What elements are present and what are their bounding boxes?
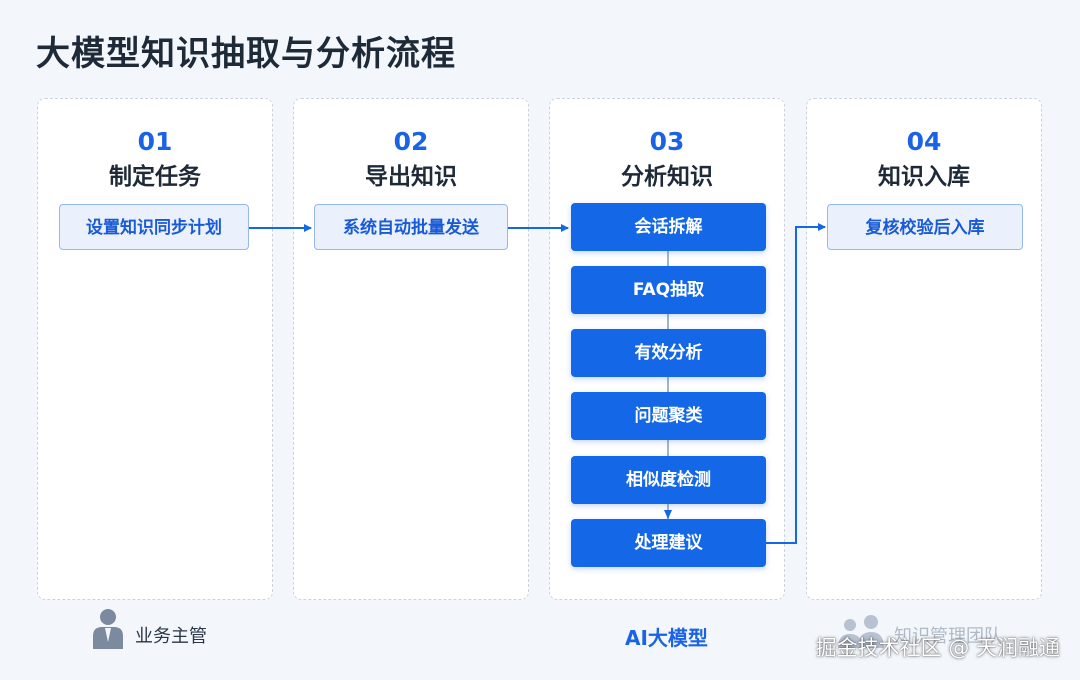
column-4: 04 知识入库 — [806, 98, 1042, 600]
owner-ai-model: AI大模型 — [625, 626, 708, 650]
column-2: 02 导出知识 — [293, 98, 529, 600]
task-plan-tag: 设置知识同步计划 — [59, 204, 249, 250]
step-connector-arrowhead — [664, 510, 672, 519]
column-1: 01 制定任务 — [37, 98, 273, 600]
column-1-number: 01 — [137, 127, 173, 156]
page-title: 大模型知识抽取与分析流程 — [36, 34, 456, 74]
column-4-number: 04 — [906, 127, 942, 156]
person-icon — [93, 609, 123, 649]
column-1-title: 制定任务 — [109, 164, 201, 190]
step-session-split: 会话拆解 — [571, 203, 766, 251]
watermark-text: 掘金技术社区 @ 天润融通 — [815, 636, 1060, 660]
arrow-3-to-4 — [766, 223, 826, 544]
column-2-title: 导出知识 — [365, 164, 457, 190]
step-question-cluster: 问题聚类 — [571, 392, 766, 440]
owner-business-manager: 业务主管 — [135, 626, 207, 647]
task-send-tag: 系统自动批量发送 — [314, 204, 508, 250]
column-3-title: 分析知识 — [621, 164, 713, 190]
owner-knowledge-team: 知识管理团队 — [894, 626, 1002, 647]
step-faq-extract: FAQ抽取 — [571, 266, 766, 314]
column-4-title: 知识入库 — [878, 164, 970, 190]
column-3-number: 03 — [649, 127, 685, 156]
step-similarity-check: 相似度检测 — [571, 456, 766, 504]
task-store-tag: 复核校验后入库 — [827, 204, 1023, 250]
column-2-number: 02 — [393, 127, 429, 156]
group-icon — [838, 615, 884, 648]
step-valid-analysis: 有效分析 — [571, 329, 766, 377]
step-suggestion: 处理建议 — [571, 519, 766, 567]
